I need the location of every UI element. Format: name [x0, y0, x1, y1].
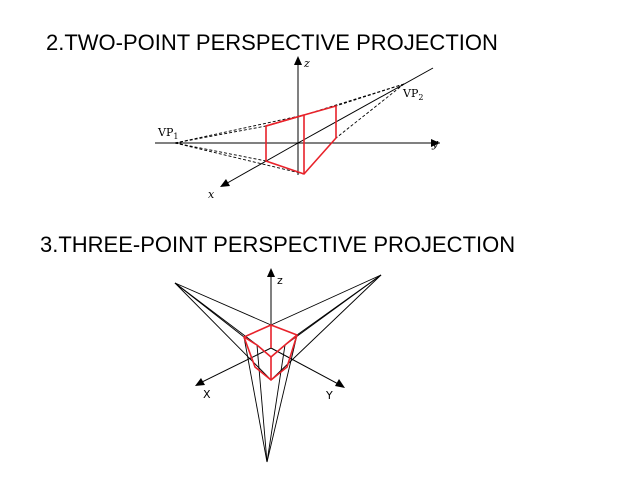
three-point-z-label: z	[277, 274, 283, 287]
three-y-arrowhead	[335, 379, 345, 388]
three-point-cube	[244, 325, 297, 380]
three-point-y-label: Y	[325, 389, 333, 402]
three-z-arrowhead	[267, 268, 275, 277]
three-point-convergence-lines	[175, 275, 381, 462]
three-x-arrowhead	[195, 378, 205, 386]
three-point-x-label: X	[203, 388, 211, 401]
